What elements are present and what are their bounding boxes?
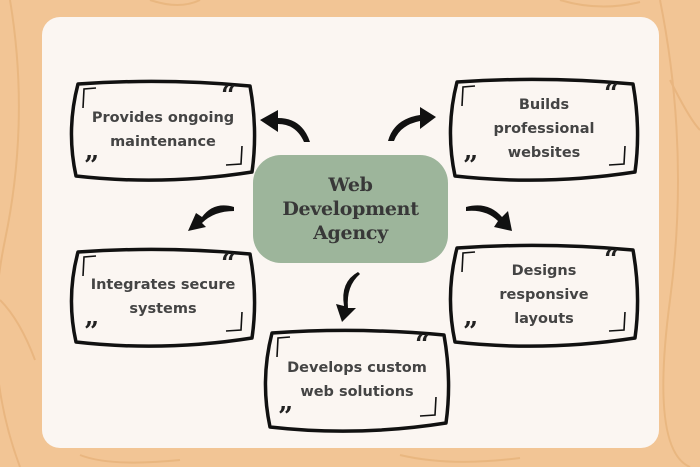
close-quote-icon: ” xyxy=(278,402,293,432)
title-line-2: Development xyxy=(282,198,419,220)
close-quote-icon: ” xyxy=(84,317,99,347)
open-quote-icon: “ xyxy=(415,330,430,360)
title-line-1: Web xyxy=(328,174,373,196)
card-text: Develops custom web solutions xyxy=(278,325,436,435)
card-text-line: Builds xyxy=(518,97,570,113)
card-bottom: “ ” Develops custom web solutions xyxy=(263,325,451,435)
central-node: Web Development Agency xyxy=(253,155,448,263)
card-frame xyxy=(69,79,257,182)
card-text-line: Develops custom xyxy=(287,360,427,376)
close-quote-icon: ” xyxy=(463,151,478,181)
card-mid-right: “ ” Designs responsive layouts xyxy=(448,240,640,350)
card-top-left: “ ” Provides ongoing maintenance xyxy=(69,76,257,184)
card-top-right: “ ” Builds professional websites xyxy=(448,74,640,184)
arrow-to-bottom xyxy=(336,272,360,322)
card-text-line: responsive xyxy=(499,287,589,303)
arrow-to-mid-right xyxy=(466,205,512,231)
close-quote-icon: ” xyxy=(463,317,478,347)
title-line-3: Agency xyxy=(313,222,388,244)
card-text: Designs responsive layouts xyxy=(463,240,625,350)
card-text-line: systems xyxy=(129,301,197,317)
card-text-line: websites xyxy=(507,145,581,161)
arrow-to-mid-left xyxy=(188,205,234,231)
card-text-line: Integrates secure xyxy=(90,277,236,293)
card-mid-left: “ ” Integrates secure systems xyxy=(69,244,257,350)
open-quote-icon: “ xyxy=(604,79,619,109)
card-text-line: professional xyxy=(493,121,595,137)
arrow-to-top-right xyxy=(388,107,436,141)
open-quote-icon: “ xyxy=(221,81,236,111)
close-quote-icon: ” xyxy=(84,151,99,181)
arrow-to-top-left xyxy=(260,110,310,142)
open-quote-icon: “ xyxy=(221,249,236,279)
card-frame xyxy=(448,77,640,182)
card-text: Integrates secure systems xyxy=(84,244,242,350)
card-frame xyxy=(263,328,451,433)
card-text-line: Designs xyxy=(511,263,577,279)
card-frame xyxy=(448,243,640,348)
card-text: Provides ongoing maintenance xyxy=(84,76,242,184)
card-text-line: web solutions xyxy=(300,384,414,400)
card-text-line: maintenance xyxy=(110,134,216,150)
card-text-line: Provides ongoing xyxy=(91,110,235,126)
central-node-title: Web Development Agency xyxy=(282,173,419,245)
open-quote-icon: “ xyxy=(604,245,619,275)
card-text: Builds professional websites xyxy=(463,74,625,184)
card-frame xyxy=(69,247,257,348)
card-text-line: layouts xyxy=(514,311,574,327)
